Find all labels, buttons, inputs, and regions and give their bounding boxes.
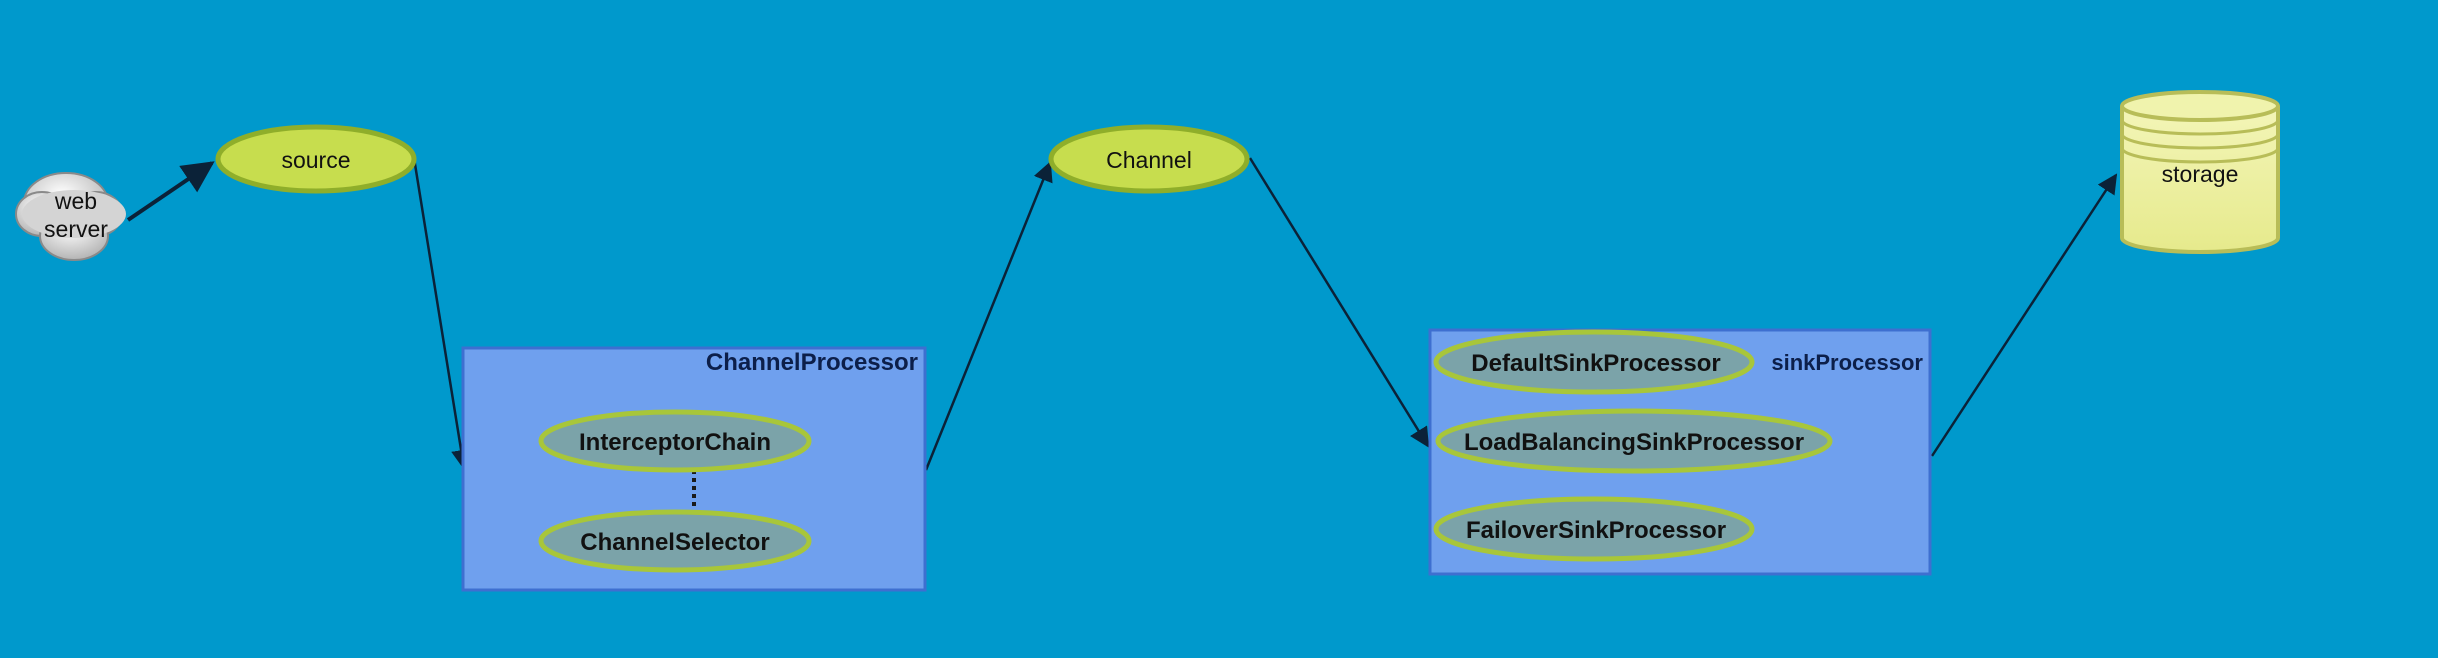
- sink-processor-group[interactable]: sinkProcessor DefaultSinkProcessor LoadB…: [1428, 328, 1932, 576]
- edge-webserver-to-source: [126, 161, 215, 222]
- edge-source-to-channelprocessor: [412, 157, 472, 470]
- storage-label: storage: [2162, 161, 2239, 187]
- channel-selector-label: ChannelSelector: [580, 529, 769, 556]
- database-icon: [2120, 90, 2280, 254]
- web-server-node: web server: [15, 172, 126, 261]
- sink-processor-title: sinkProcessor: [1771, 350, 1923, 375]
- web-server-label-line2: server: [44, 216, 108, 242]
- load-balancing-sink-processor-node[interactable]: LoadBalancingSinkProcessor: [1435, 408, 1833, 474]
- channel-label: Channel: [1106, 147, 1192, 173]
- default-sink-processor-node[interactable]: DefaultSinkProcessor: [1433, 329, 1755, 395]
- channel-node[interactable]: Channel: [1048, 124, 1250, 194]
- channel-selector-node[interactable]: ChannelSelector: [538, 509, 812, 573]
- source-label: source: [281, 147, 350, 173]
- cloud-icon: [15, 172, 126, 261]
- interceptor-chain-node[interactable]: InterceptorChain: [538, 409, 812, 473]
- edge-sinkprocessor-to-storage: [1930, 173, 2118, 457]
- channel-processor-title: ChannelProcessor: [706, 349, 918, 376]
- web-server-label-line1: web: [54, 188, 97, 214]
- default-sink-processor-label: DefaultSinkProcessor: [1471, 350, 1720, 377]
- source-node[interactable]: source: [215, 124, 417, 194]
- edge-channel-to-sinkprocessor: [1248, 157, 1430, 448]
- edge-channelprocessor-to-channel: [924, 161, 1053, 471]
- channel-processor-group[interactable]: ChannelProcessor InterceptorChain Channe…: [461, 346, 927, 592]
- storage-node[interactable]: storage: [2120, 90, 2280, 254]
- failover-sink-processor-label: FailoverSinkProcessor: [1466, 517, 1726, 544]
- interceptor-chain-label: InterceptorChain: [579, 429, 771, 456]
- load-balancing-sink-processor-label: LoadBalancingSinkProcessor: [1464, 429, 1804, 456]
- failover-sink-processor-node[interactable]: FailoverSinkProcessor: [1433, 496, 1755, 562]
